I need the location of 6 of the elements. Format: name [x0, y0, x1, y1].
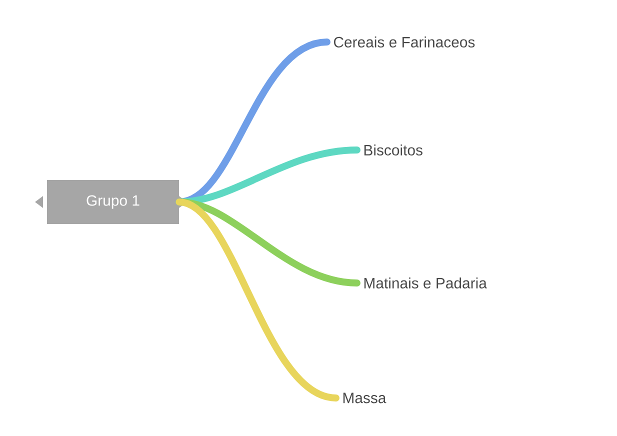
topic-label: Matinais e Padaria: [364, 278, 487, 288]
branch-line: [176, 198, 340, 402]
topic-box: Grupo 1: [35, 180, 187, 224]
topic-label: Massa: [343, 392, 386, 404]
topic-label: Cereais e Farinaceos: [334, 36, 475, 48]
topic-label: Biscoitos: [364, 144, 422, 156]
